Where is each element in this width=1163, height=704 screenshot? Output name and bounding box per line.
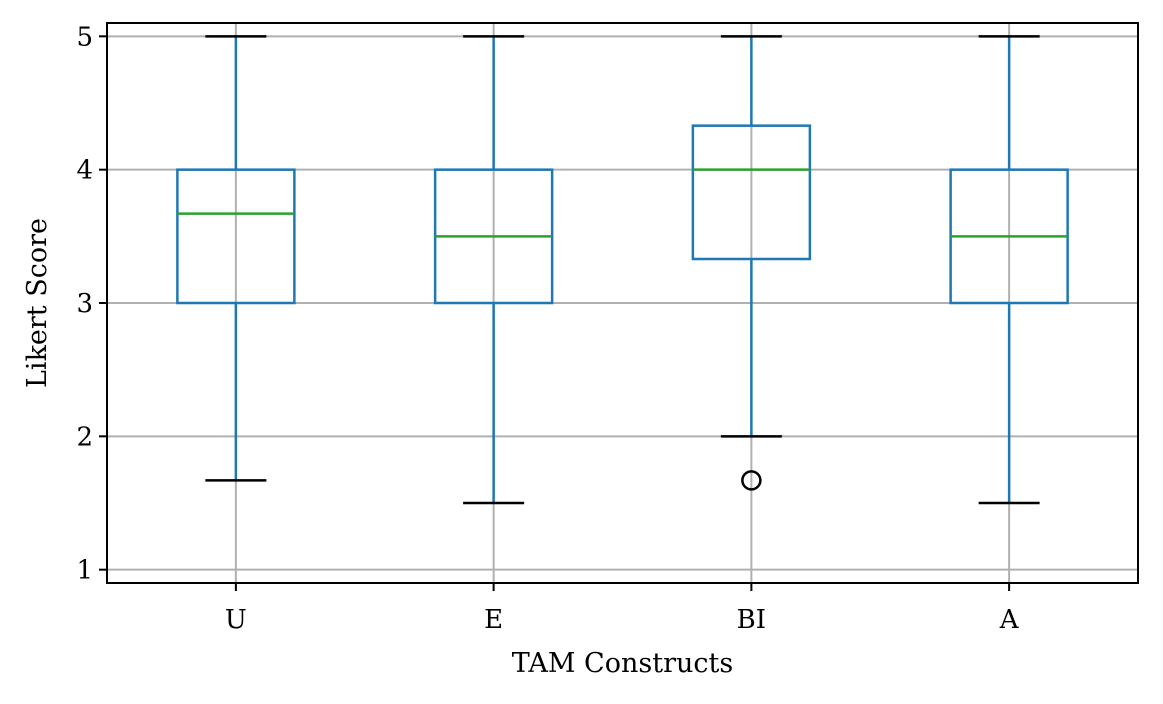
x-axis-label: TAM Constructs (512, 648, 733, 679)
x-tick-label: BI (737, 605, 766, 635)
box-bi (691, 35, 812, 491)
y-tick-label: 2 (76, 422, 93, 452)
y-tick-label: 5 (76, 22, 93, 52)
x-tick-label: A (999, 605, 1020, 635)
x-tick-label: E (484, 605, 503, 635)
box-a (949, 35, 1069, 505)
axis-ticks: 1 2 3 4 5U E BI A (76, 22, 1019, 635)
x-tick-label: U (225, 605, 247, 635)
box-u (176, 35, 296, 482)
iqr-box (176, 168, 296, 305)
box-series (176, 35, 1069, 505)
y-tick-label: 3 (76, 289, 93, 319)
y-axis-label: Likert Score (22, 218, 53, 388)
outlier-point (741, 470, 762, 491)
y-tick-label: 4 (76, 156, 93, 186)
iqr-box (691, 124, 812, 261)
y-tick-label: 1 (76, 556, 93, 586)
box-e (433, 35, 554, 505)
